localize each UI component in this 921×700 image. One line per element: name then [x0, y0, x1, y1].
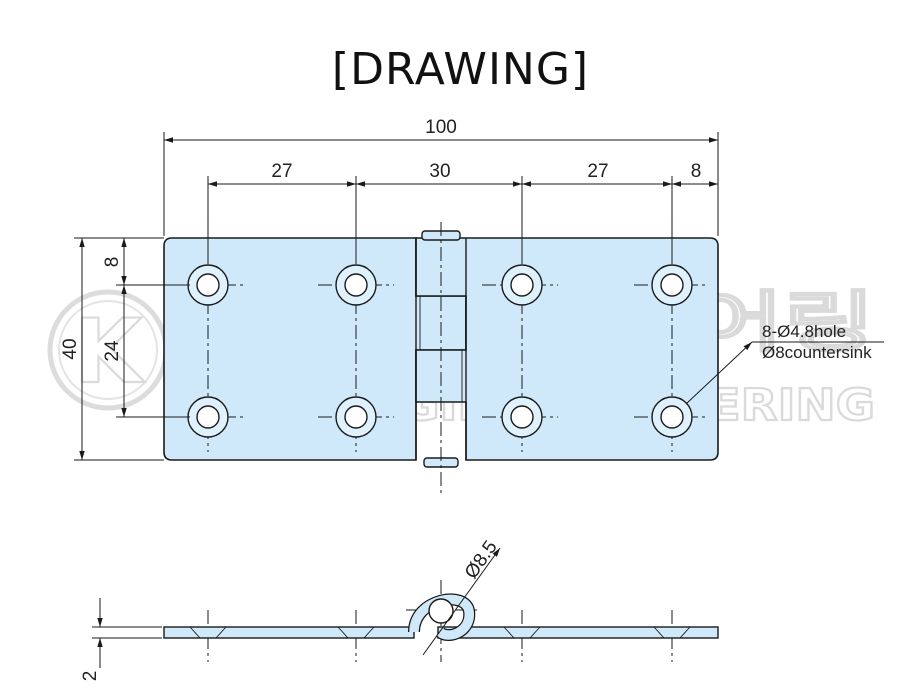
dim-overall-width: 100	[425, 117, 457, 138]
watermark-logo-letter: K	[74, 300, 145, 403]
page-title: [DRAWING]	[331, 44, 590, 95]
hole	[187, 264, 229, 306]
hole	[651, 396, 693, 438]
horizontal-dimensions	[163, 132, 719, 262]
dim-spacing-left: 27	[271, 161, 292, 182]
hole	[187, 396, 229, 438]
side-pin	[428, 598, 454, 624]
dim-spacing-center: 30	[429, 161, 450, 182]
knuckle-edges	[415, 238, 467, 460]
side-left-leaf	[163, 626, 415, 639]
countersunk-holes	[187, 264, 693, 438]
side-right-leaf	[437, 626, 719, 639]
hole	[335, 396, 377, 438]
hole	[335, 264, 377, 306]
vertical-dimensions	[74, 237, 190, 461]
dim-spacing-right: 27	[587, 161, 608, 182]
callout-countersink-spec: Ø8countersink	[762, 343, 872, 362]
dim-edge-offset: 8	[691, 161, 702, 182]
thickness-dimension	[92, 598, 162, 668]
hole-callout	[685, 341, 884, 405]
dim-top-offset: 8	[102, 257, 123, 268]
dim-overall-height: 40	[60, 338, 81, 359]
hole	[651, 264, 693, 306]
hole	[501, 396, 543, 438]
callout-hole-spec: 8-Ø4.8hole	[762, 322, 846, 341]
dim-thickness: 2	[80, 671, 101, 682]
dim-hole-pitch: 24	[102, 340, 123, 362]
hinge-side-view	[163, 547, 719, 662]
watermark-logo-inner-circle	[58, 300, 158, 400]
dim-pin-diameter: Ø8.5	[461, 537, 502, 583]
hole	[501, 264, 543, 306]
hinge-top-view	[163, 222, 719, 495]
